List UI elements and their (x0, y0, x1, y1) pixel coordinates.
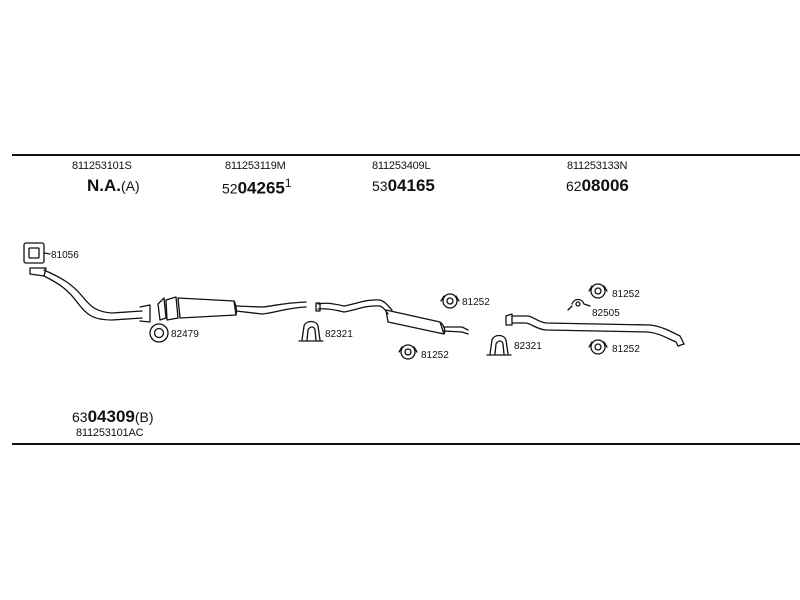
rubber-mount-icon (588, 283, 608, 299)
col4-part-number: 811253133N (567, 160, 628, 172)
callout-rubber-mount-2: 81252 (421, 350, 449, 361)
col4-code-prefix: 62 (566, 178, 582, 194)
callout-clamp-2: 82321 (514, 341, 542, 352)
col2-code-suffix: 1 (284, 176, 292, 190)
col1-code: N.A.(A) (87, 177, 140, 194)
col1-code-suffix: (A) (121, 178, 140, 194)
col1-part-number: 811253101S (72, 160, 132, 172)
front-gasket-icon (23, 242, 51, 264)
rear-muffler-icon (315, 299, 469, 335)
middle-muffler-icon (157, 296, 307, 321)
rubber-mount-icon (588, 339, 608, 355)
col3-code-main: 04165 (387, 176, 435, 195)
callout-rubber-mount-4: 81252 (612, 344, 640, 355)
callout-rubber-mount-1: 81252 (462, 297, 490, 308)
col2-code-prefix: 52 (222, 180, 238, 197)
callout-rubber-mount-3: 81252 (612, 289, 640, 300)
callout-clamp-1: 82321 (325, 329, 353, 340)
col3-code: 5304165 (372, 177, 435, 194)
bottom-divider (12, 443, 800, 445)
bottom-item-part-number: 811253101AC (76, 427, 144, 439)
bottom-item-main: 04309 (87, 407, 135, 426)
col2-code: 52042651 (222, 177, 292, 197)
rubber-mount-icon (398, 344, 418, 360)
callout-gasket-front: 81056 (51, 250, 79, 261)
rubber-mount-icon (440, 293, 460, 309)
ring-gasket-icon (149, 323, 169, 343)
col1-code-main: N.A. (87, 176, 121, 195)
bottom-item-prefix: 63 (72, 409, 88, 425)
bottom-item-suffix: (B) (134, 409, 154, 425)
clamp-icon (298, 320, 324, 342)
col2-code-main: 04265 (237, 178, 285, 198)
col2-part-number: 811253119M (225, 160, 286, 172)
tail-pipe-icon (505, 313, 685, 347)
col3-code-prefix: 53 (372, 178, 388, 194)
col4-code: 6208006 (566, 177, 629, 194)
bottom-item-code: 6304309(B) (72, 408, 154, 425)
top-divider (12, 154, 800, 156)
col3-part-number: 811253409L (372, 160, 431, 172)
front-pipe-icon (29, 267, 151, 323)
col4-code-main: 08006 (581, 176, 629, 195)
callout-hanger-clip: 82505 (592, 308, 620, 319)
hanger-clip-icon (567, 298, 591, 311)
callout-ring-gasket: 82479 (171, 329, 199, 340)
clamp-icon (486, 334, 512, 356)
